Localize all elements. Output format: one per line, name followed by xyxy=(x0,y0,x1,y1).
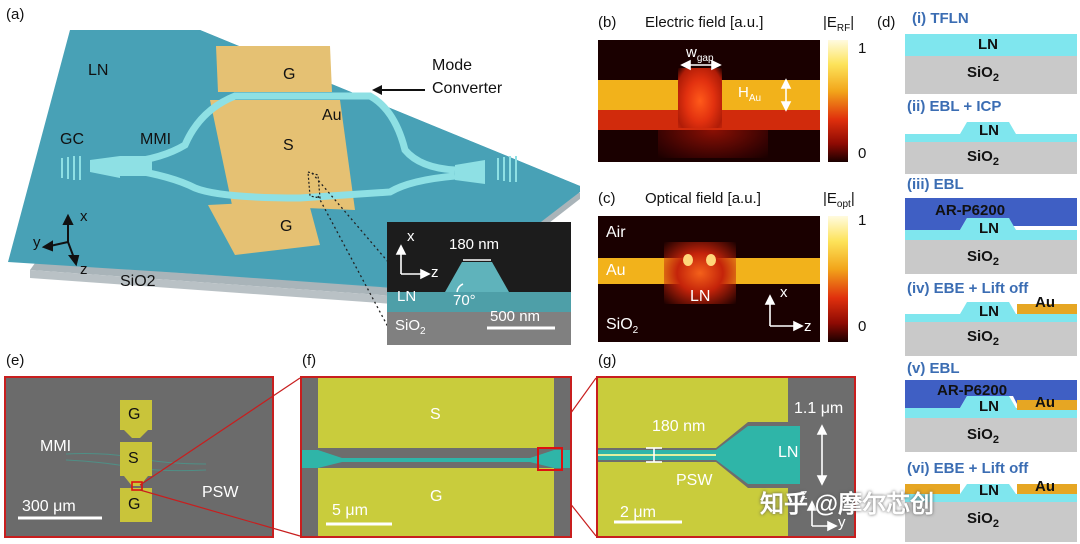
b-title: Electric field [a.u.] xyxy=(645,14,764,31)
step-3-resist: AR-P6200 xyxy=(935,202,1006,219)
step-6-title: (vi) EBE + Lift off xyxy=(907,460,1029,477)
step-3-top: LN xyxy=(979,220,999,237)
step-2-top: LN xyxy=(979,122,999,139)
step-5-metal: Au xyxy=(1035,394,1055,411)
step-5-resist: AR-P6200 xyxy=(937,382,1008,399)
g-sem-image: 180 nm 1.1 μm LN PSW 2 μm z y xyxy=(596,376,856,538)
a-axis-x: x xyxy=(80,208,88,225)
a-g-bottom-label: G xyxy=(280,218,293,235)
b-w-label: wgap xyxy=(686,44,714,64)
watermark-text: 知乎 @摩尔芯创 xyxy=(760,491,935,518)
a-axis-y: y xyxy=(33,234,41,251)
c-au-label: Au xyxy=(606,262,626,279)
panel-c-tag: (c) xyxy=(598,190,616,207)
g-width2-label: 1.1 μm xyxy=(794,400,844,417)
step-1-top: LN xyxy=(978,36,998,53)
g-scale-label: 2 μm xyxy=(620,504,656,521)
step-1-stack: LN SiO2 xyxy=(905,34,1077,94)
a-mode-label: Mode xyxy=(432,57,473,74)
c-axis-x: x xyxy=(780,284,788,301)
panel-f-tag: (f) xyxy=(302,352,317,369)
panel-b-tag: (b) xyxy=(598,14,617,31)
e-g1-label: G xyxy=(128,406,141,423)
step-4-title: (iv) EBE + Lift off xyxy=(907,280,1029,297)
c-air-label: Air xyxy=(606,224,626,241)
inset-axis-z: z xyxy=(431,264,439,281)
inset-scale-label: 500 nm xyxy=(490,308,541,325)
e-psw-label: PSW xyxy=(202,484,239,501)
f-scale-label: 5 μm xyxy=(332,502,368,519)
g-axis-y: y xyxy=(838,514,846,531)
inset-angle-label: 70° xyxy=(453,292,476,309)
step-1-title: (i) TFLN xyxy=(912,10,969,27)
f-s-label: S xyxy=(430,406,441,423)
f-g-label: G xyxy=(430,488,443,505)
inset-width-label: 180 nm xyxy=(449,236,500,253)
panel-d-tag: (d) xyxy=(877,14,896,31)
f-sem-image: S G 5 μm xyxy=(300,376,572,538)
a-gc-label: GC xyxy=(60,131,84,148)
b-cbar-label: |ERF| xyxy=(823,14,855,34)
e-scale-label: 300 μm xyxy=(22,498,76,515)
electric-field-map: wgap HAu xyxy=(598,40,820,162)
b-colorbar xyxy=(828,40,848,162)
step-3-title: (iii) EBL xyxy=(907,176,964,193)
inset-ln-label: LN xyxy=(397,288,417,305)
c-sio2-label: SiO2 xyxy=(606,316,639,337)
e-mmi-label: MMI xyxy=(40,438,72,455)
optical-field-map: Air Au LN SiO2 x z xyxy=(598,216,820,342)
c-cbar-min: 0 xyxy=(858,318,867,335)
step-6-metal: Au xyxy=(1035,478,1055,495)
b-cbar-min: 0 xyxy=(858,145,867,162)
step-5-top: LN xyxy=(979,398,999,415)
step-4-stack: LN Au SiO2 xyxy=(905,294,1077,356)
b-cbar-max: 1 xyxy=(858,40,867,57)
g-ln-label: LN xyxy=(778,444,799,461)
g-psw-label: PSW xyxy=(676,472,713,489)
a-au-label: Au xyxy=(322,107,342,124)
step-6-stack: LN Au SiO2 xyxy=(905,478,1077,542)
c-axis-z: z xyxy=(804,318,812,335)
inset-axis-x: x xyxy=(407,228,415,245)
a-ln-label: LN xyxy=(88,62,109,79)
a-s-label: S xyxy=(283,137,294,154)
step-5-stack: AR-P6200 LN Au SiO2 xyxy=(905,380,1077,452)
panel-e-tag: (e) xyxy=(6,352,25,369)
panel-g-tag: (g) xyxy=(598,352,617,369)
step-2-title: (ii) EBL + ICP xyxy=(907,98,1002,115)
c-cbar-label: |Eopt| xyxy=(823,190,855,210)
a-axis-z: z xyxy=(80,261,88,278)
e-optical-micrograph: G S G MMI PSW 300 μm xyxy=(4,376,274,538)
panel-a-tag: (a) xyxy=(6,6,25,23)
c-cbar-max: 1 xyxy=(858,212,867,229)
step-6-top: LN xyxy=(979,482,999,499)
step-4-metal: Au xyxy=(1035,294,1055,311)
step-4-top: LN xyxy=(979,303,999,320)
step-2-stack: LN SiO2 xyxy=(905,118,1077,174)
e-g2-label: G xyxy=(128,496,141,513)
a-mmi-label: MMI xyxy=(140,131,172,148)
sem-cross-section-inset: x z 180 nm LN 70° SiO2 500 nm xyxy=(387,222,571,345)
b-h-label: HAu xyxy=(738,84,762,104)
step-3-stack: AR-P6200 LN SiO2 xyxy=(905,198,1077,274)
a-g-top-label: G xyxy=(283,66,296,83)
e-s-label: S xyxy=(128,450,139,467)
a-converter-label: Converter xyxy=(432,80,503,97)
c-colorbar xyxy=(828,216,848,342)
g-axis-z: z xyxy=(800,486,808,503)
a-sio2-label: SiO2 xyxy=(120,273,156,290)
c-title: Optical field [a.u.] xyxy=(645,190,761,207)
g-width1-label: 180 nm xyxy=(652,418,706,435)
inset-sio2-label: SiO2 xyxy=(395,317,426,337)
step-5-title: (v) EBL xyxy=(907,360,960,377)
c-ln-label: LN xyxy=(690,288,711,305)
